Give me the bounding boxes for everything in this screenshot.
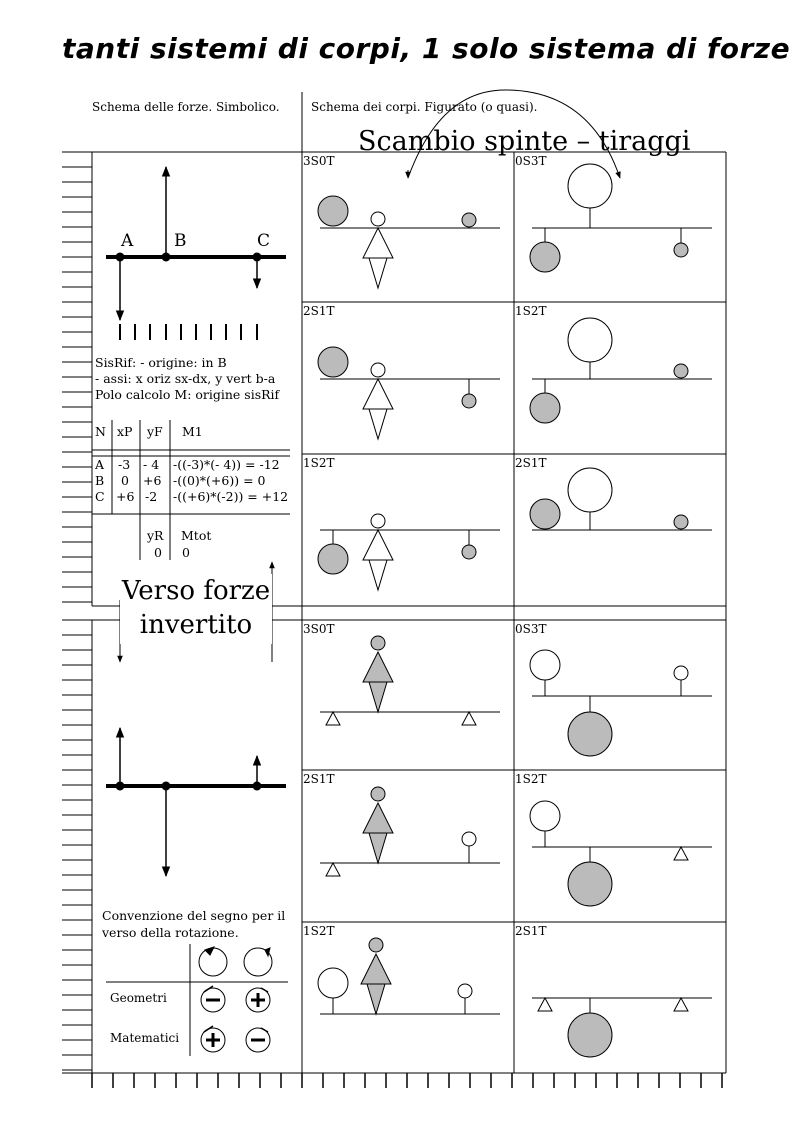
cell-label-top-6: 2S1T: [515, 456, 547, 470]
point-label-a: A: [121, 231, 134, 251]
table-cell: +6: [116, 489, 135, 504]
totals-value-yr: 0: [154, 545, 162, 560]
force-scheme-bottom: [106, 726, 286, 878]
convention-text-2: verso della rotazione.: [102, 925, 239, 940]
swap-arrows: [405, 89, 621, 179]
cell-label-bottom-2: 0S3T: [515, 622, 547, 636]
table-cell: -((-3)*(- 4)) = -12: [173, 457, 280, 472]
bodies-bottom-col2: [529, 649, 712, 1058]
table-header-m1: M1: [182, 424, 203, 439]
bodies-top-col1: [317, 195, 500, 592]
cell-label-top-2: 0S3T: [515, 154, 547, 168]
sisrif-line-1: SisRif: - origine: in B: [95, 355, 227, 370]
sisrif-line-3: Polo calcolo M: origine sisRif: [95, 387, 280, 402]
cell-label-bottom-3: 2S1T: [303, 772, 335, 786]
table-header-yf: yF: [147, 424, 163, 439]
sign-plus-icon: [245, 987, 271, 1013]
convention-geometri: Geometri: [110, 991, 167, 1005]
table-cell: - 4: [143, 457, 160, 472]
convention-text-1: Convenzione del segno per il: [102, 908, 286, 923]
table-cell: 0: [121, 473, 129, 488]
page-title: tanti sistemi di corpi, 1 solo sistema d…: [62, 32, 791, 65]
table-cell: B: [95, 473, 105, 488]
cell-label-top-1: 3S0T: [303, 154, 335, 168]
bodies-bottom-col1: [317, 635, 500, 1016]
sisrif-line-2: - assi: x oriz sx-dx, y vert b-a: [95, 371, 276, 386]
table-cell: -2: [145, 489, 158, 504]
bottom-ruler: [62, 1072, 726, 1088]
scale-ticks: [119, 324, 258, 340]
inverted-forces-label: Verso forze invertito: [120, 574, 272, 644]
bodies-top-col2: [529, 163, 712, 531]
cell-label-bottom-5: 1S2T: [303, 924, 335, 938]
cell-label-bottom-4: 1S2T: [515, 772, 547, 786]
table-header-xp: xP: [117, 424, 133, 439]
convention-matematici: Matematici: [110, 1031, 180, 1045]
force-scheme-top: [106, 165, 286, 322]
header-bodies: Schema dei corpi. Figurato (o quasi).: [311, 100, 538, 114]
swap-annotation: Scambio spinte – tiraggi: [358, 126, 691, 157]
frame-lines: [91, 92, 727, 1073]
table-cell: -((0)*(+6)) = 0: [173, 473, 266, 488]
table-cell: A: [95, 457, 105, 472]
rotation-cw-icon: [243, 947, 273, 977]
left-ruler: [62, 151, 92, 1071]
cell-label-top-3: 2S1T: [303, 304, 335, 318]
sign-minus-icon: [200, 987, 226, 1013]
point-label-c: C: [257, 231, 271, 251]
table-cell: -3: [118, 457, 131, 472]
sign-plus-icon-2: [200, 1027, 226, 1053]
totals-value-mtot: 0: [182, 545, 190, 560]
header-forces: Schema delle forze. Simbolico.: [92, 100, 280, 114]
cell-label-bottom-1: 3S0T: [303, 622, 335, 636]
convention-grid: [106, 944, 288, 1056]
totals-header-yr: yR: [147, 528, 164, 543]
cell-label-bottom-6: 2S1T: [515, 924, 547, 938]
table-cell: -((+6)*(-2)) = +12: [173, 489, 289, 504]
sign-minus-icon-2: [245, 1027, 271, 1053]
table-cell: +6: [143, 473, 162, 488]
totals-header-mtot: Mtot: [181, 528, 212, 543]
table-header-n: N: [95, 424, 106, 439]
table-lines: [92, 420, 290, 560]
rotation-ccw-icon: [198, 947, 228, 977]
table-cell: C: [95, 489, 105, 504]
cell-label-top-4: 1S2T: [515, 304, 547, 318]
point-label-b: B: [174, 231, 187, 251]
cell-label-top-5: 1S2T: [303, 456, 335, 470]
